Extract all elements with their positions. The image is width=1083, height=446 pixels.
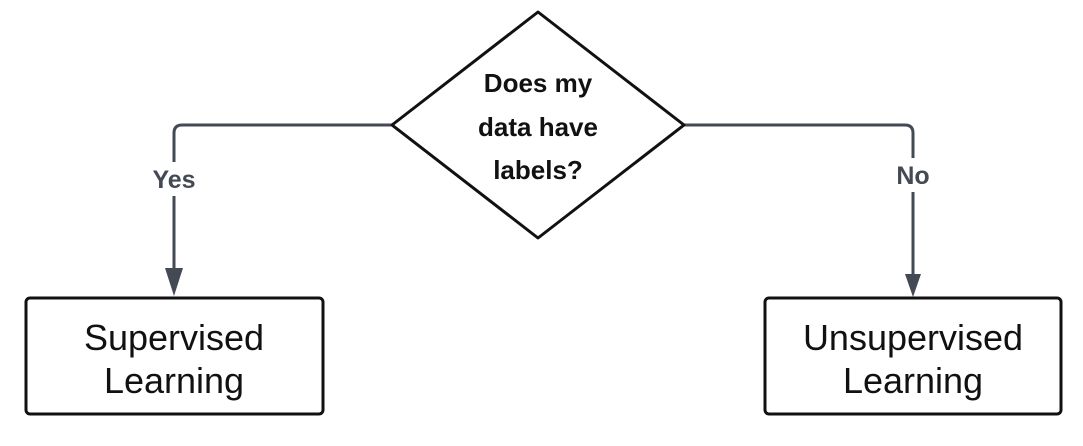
yes-connector-line [172, 123, 392, 272]
unsupervised-learning-line-1: Unsupervised [803, 317, 1023, 358]
decision-question-line-3: labels? [493, 155, 583, 185]
supervised-learning-line-2: Learning [104, 360, 244, 401]
yes-label-backdrop [140, 162, 208, 196]
no-label: No [896, 162, 929, 190]
no-label-backdrop [884, 158, 942, 192]
unsupervised-learning-line-2: Learning [843, 360, 983, 401]
decision-diamond [390, 10, 686, 240]
no-connector-line [684, 123, 915, 274]
unsupervised-learning-box [763, 296, 1063, 416]
yes-label: Yes [152, 166, 195, 194]
supervised-learning-line-1: Supervised [84, 317, 264, 358]
supervised-learning-box [24, 296, 325, 416]
decision-question-line-2: data have [478, 112, 598, 142]
no-arrowhead [905, 274, 921, 297]
yes-arrowhead [165, 268, 183, 296]
decision-question-line-1: Does my [484, 68, 593, 98]
